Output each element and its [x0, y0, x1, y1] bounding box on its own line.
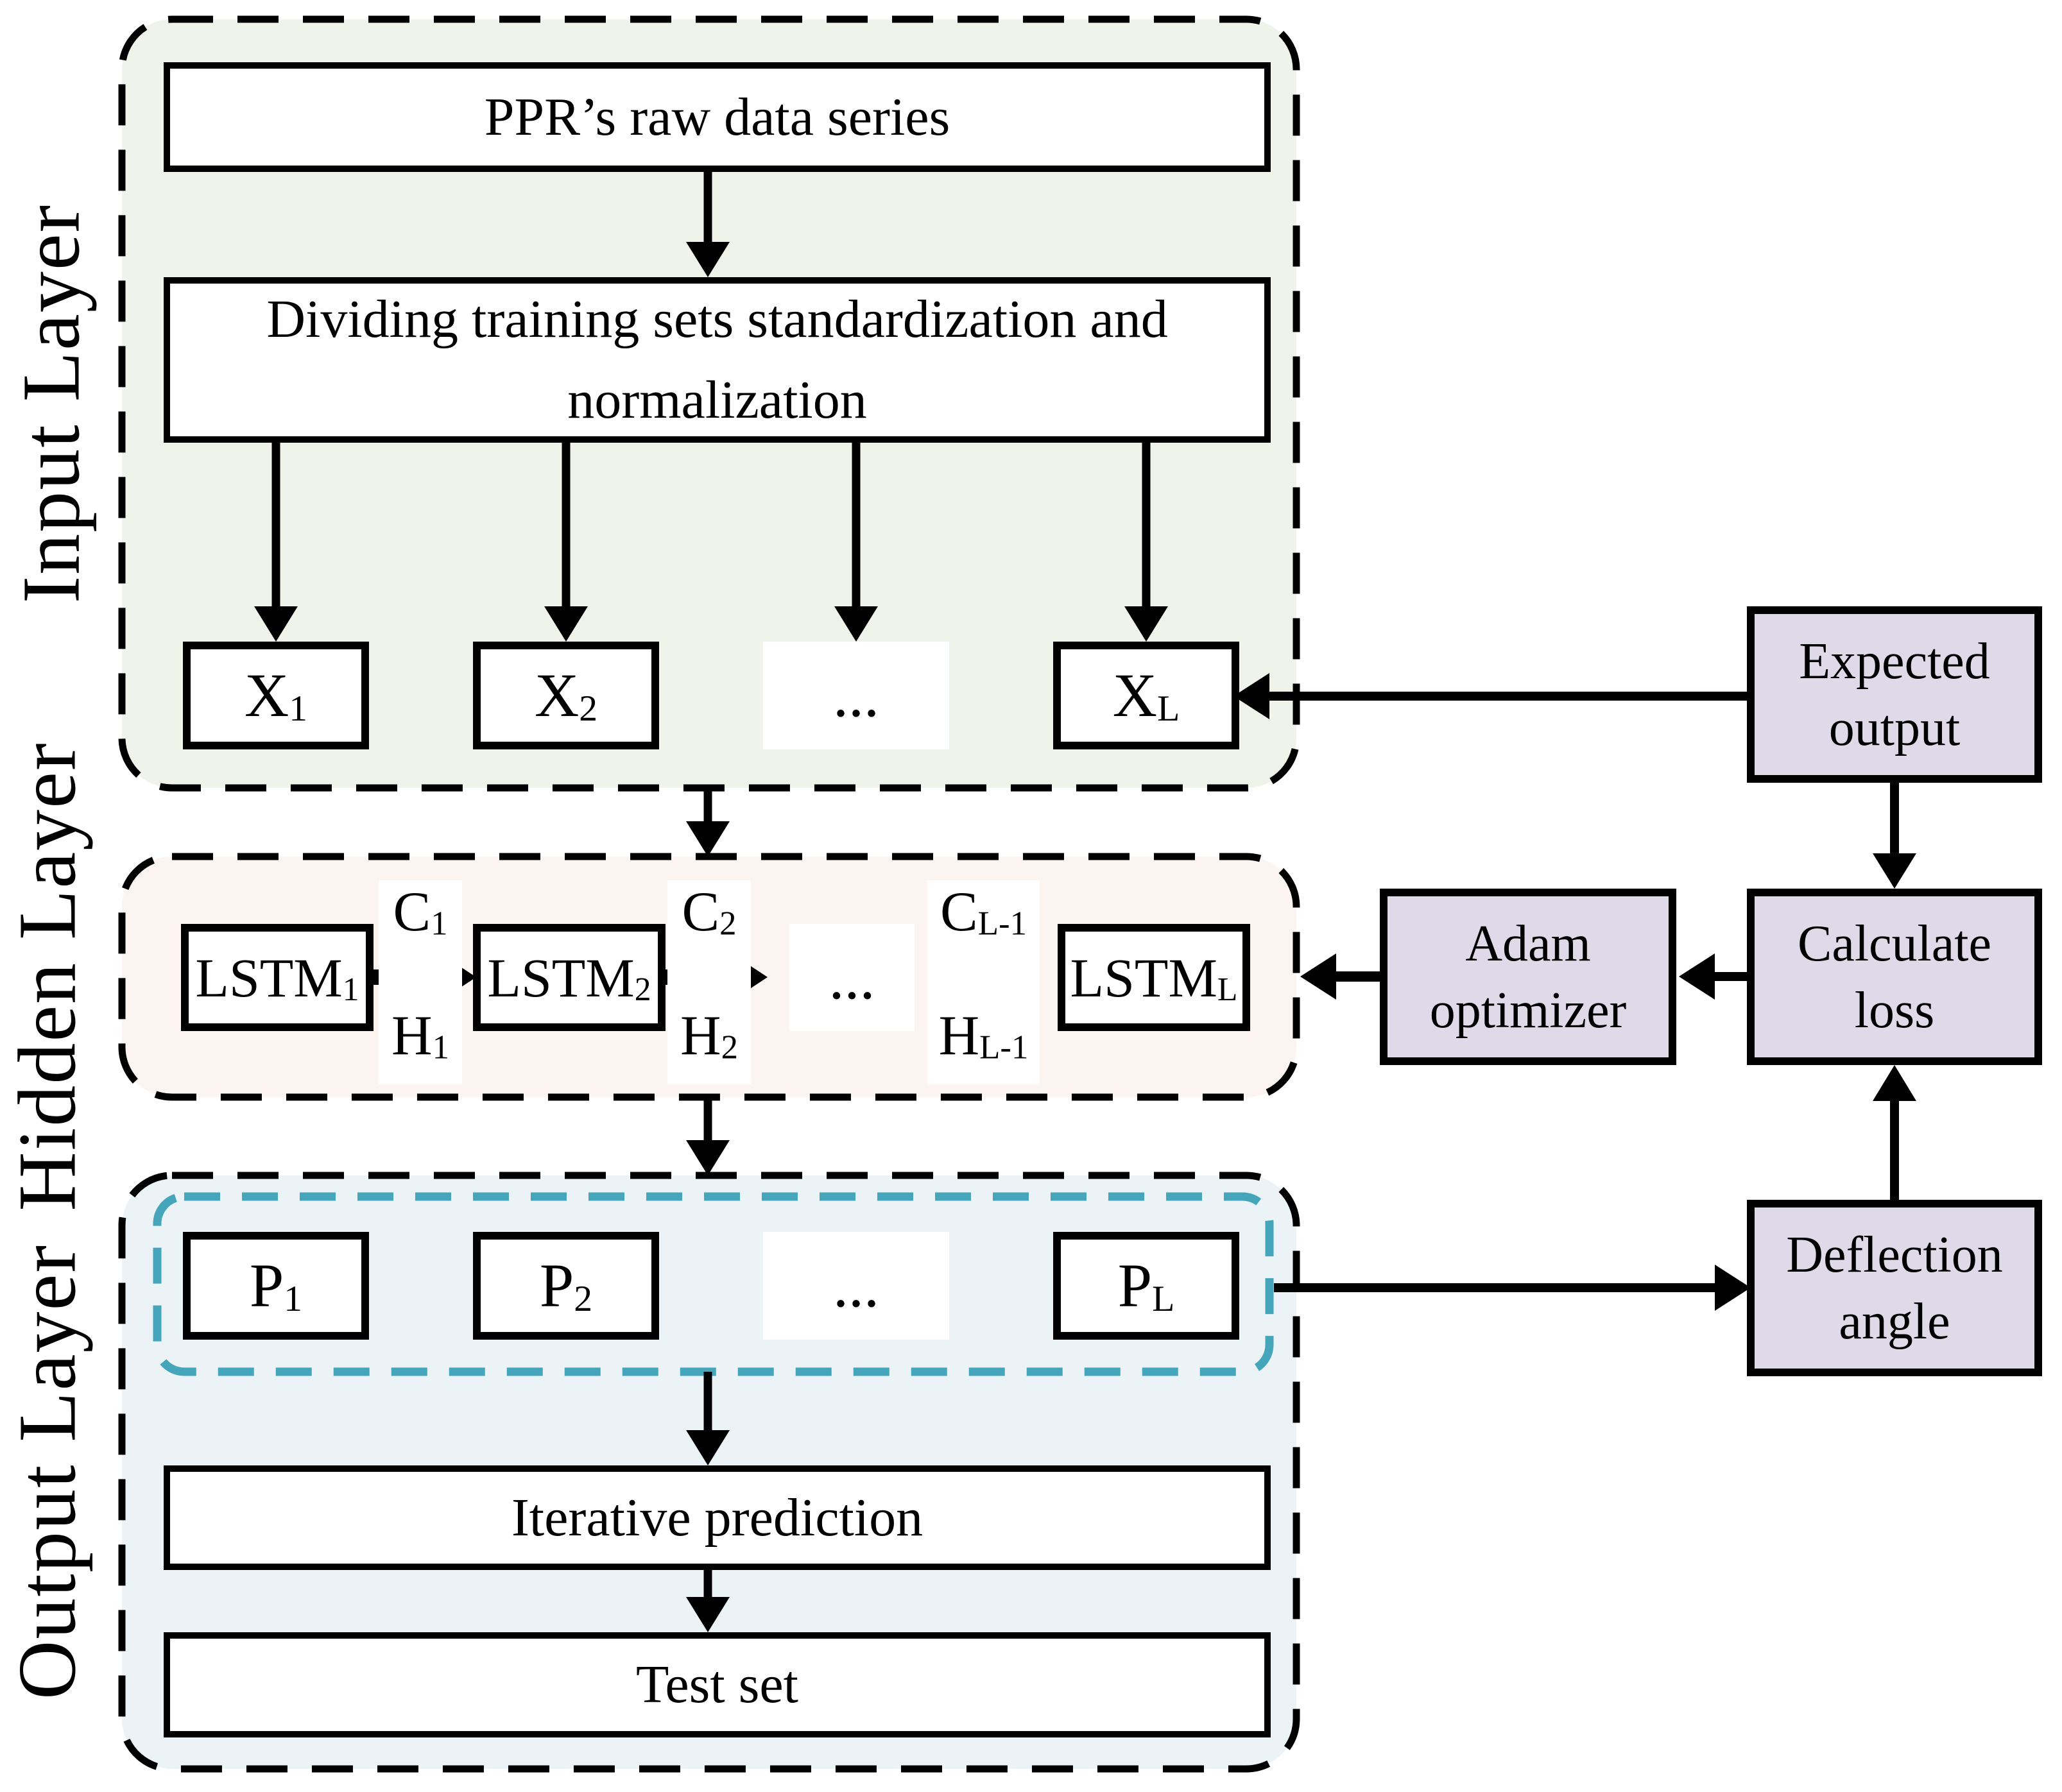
prediction-group-box: [153, 1192, 1274, 1376]
deflection-angle-box: Deflection angle: [1747, 1200, 2042, 1376]
input-node-x2-label: X2: [534, 661, 598, 730]
arrowhead-prediction-to-deflection: [1715, 1265, 1751, 1311]
arrowhead-deflection-to-loss: [1873, 1065, 1916, 1101]
arrowhead-dividing-to-x1: [254, 606, 298, 642]
output-layer-label: Output Layer: [1, 1244, 93, 1700]
output-node-pl: PL: [1053, 1232, 1239, 1340]
lstm-cell-l-label: LSTML: [1070, 946, 1238, 1009]
input-node-ellipsis: ...: [763, 642, 949, 749]
arrowhead-raw-to-dividing: [686, 242, 730, 277]
calculate-loss-box: Calculate loss: [1747, 889, 2042, 1065]
hidden-state-h1: H1: [391, 1005, 449, 1068]
adam-optimizer-box: Adam optimizer: [1380, 889, 1676, 1065]
expected-output-box: Expected output: [1747, 606, 2042, 783]
arrowhead-iterative-to-test: [686, 1597, 730, 1632]
cell-state-cl1: CL-1: [940, 881, 1027, 943]
input-node-xl: XL: [1053, 642, 1239, 749]
arrowhead-dividing-to-xl: [1124, 606, 1168, 642]
test-set-box: Test set: [164, 1632, 1271, 1737]
hidden-state-h2: H2: [680, 1005, 738, 1068]
arrowhead-hidden-to-output: [686, 1140, 730, 1175]
arrowhead-adam-to-lstml: [1300, 953, 1336, 1000]
output-node-ellipsis: ...: [763, 1232, 949, 1340]
arrowhead-loss-to-adam: [1679, 953, 1715, 1000]
arrowhead-dividing-to-dots: [834, 606, 878, 642]
lstm-cell-1-label: LSTM1: [195, 946, 359, 1009]
hidden-layer-label: Hidden Layer: [1, 742, 93, 1211]
arrowhead-input-to-hidden: [686, 821, 730, 857]
input-node-x2: X2: [473, 642, 659, 749]
output-node-ellipsis-label: ...: [833, 1251, 879, 1320]
hidden-state-hl1: HL-1: [938, 1005, 1029, 1068]
input-node-ellipsis-label: ...: [833, 661, 879, 730]
lstm-cell-ellipsis-label: ...: [829, 943, 875, 1012]
output-node-pl-label: PL: [1117, 1251, 1175, 1320]
iterative-prediction-box: Iterative prediction: [164, 1465, 1271, 1570]
arrowhead-dividing-to-x2: [544, 606, 588, 642]
cell-state-strip-1: C1 H1: [379, 880, 462, 1084]
lstm-cell-l: LSTML: [1058, 924, 1250, 1031]
lstm-cell-1: LSTM1: [181, 924, 374, 1031]
arrowhead-prediction-to-iterative: [686, 1430, 730, 1465]
cell-state-c1: C1: [393, 881, 448, 943]
input-node-x1-label: X1: [244, 661, 308, 730]
cell-state-c2: C2: [682, 881, 737, 943]
lstm-cell-2: LSTM2: [473, 924, 666, 1031]
cell-state-strip-2: C2 H2: [667, 880, 751, 1084]
output-node-p2-label: P2: [539, 1251, 593, 1320]
output-node-p2: P2: [473, 1232, 659, 1340]
arrowhead-expected-to-xl: [1233, 673, 1269, 719]
lstm-cell-2-label: LSTM2: [487, 946, 651, 1009]
cell-state-strip-3: CL-1 HL-1: [927, 880, 1040, 1084]
raw-data-box: PPR’s raw data series: [164, 62, 1271, 172]
input-node-xl-label: XL: [1112, 661, 1180, 730]
lstm-cell-ellipsis: ...: [789, 924, 915, 1031]
input-node-x1: X1: [183, 642, 369, 749]
output-node-p1-label: P1: [249, 1251, 303, 1320]
dividing-box: Dividing training sets standardization a…: [164, 277, 1271, 443]
output-node-p1: P1: [183, 1232, 369, 1340]
arrowhead-expected-to-loss: [1873, 853, 1916, 889]
input-layer-label: Input Layer: [5, 203, 97, 604]
